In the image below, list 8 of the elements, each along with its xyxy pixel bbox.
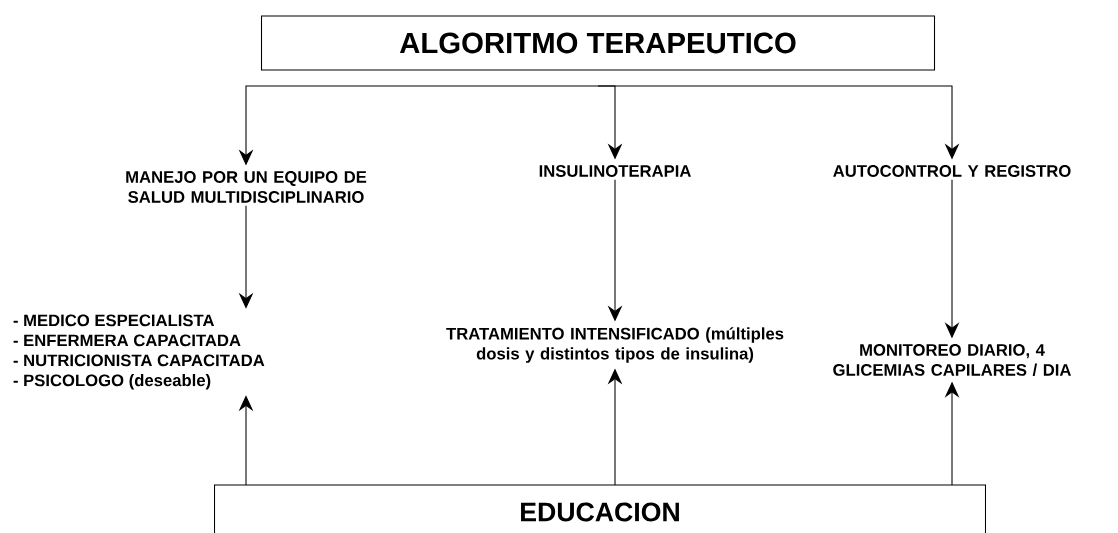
heading-text: INSULINOTERAPIA — [539, 165, 691, 177]
description-text: MONITOREO DIARIO, 4 GLICEMIAS CAPILARES / DIA — [833, 344, 1071, 376]
title-box: ALGORITMO TERAPEUTICO — [260, 15, 936, 71]
heading-text: MANEJO POR UN EQUIPO DE SALUD MULTIDISCIPLINARIO — [126, 171, 367, 203]
bottom-box: EDUCACION — [213, 484, 987, 533]
description-text: TRATAMIENTO INTENSIFICADO (múltiples dosis y distintos tipos de insulina) — [446, 327, 784, 363]
list-text: - MEDICO ESPECIALISTA - ENFERMERA CAPACITADA - NUTRICIONISTA CAPACITADA - PSICOLOGO (deseable) — [13, 314, 265, 390]
heading-text: AUTOCONTROL Y REGISTRO — [833, 165, 1071, 177]
